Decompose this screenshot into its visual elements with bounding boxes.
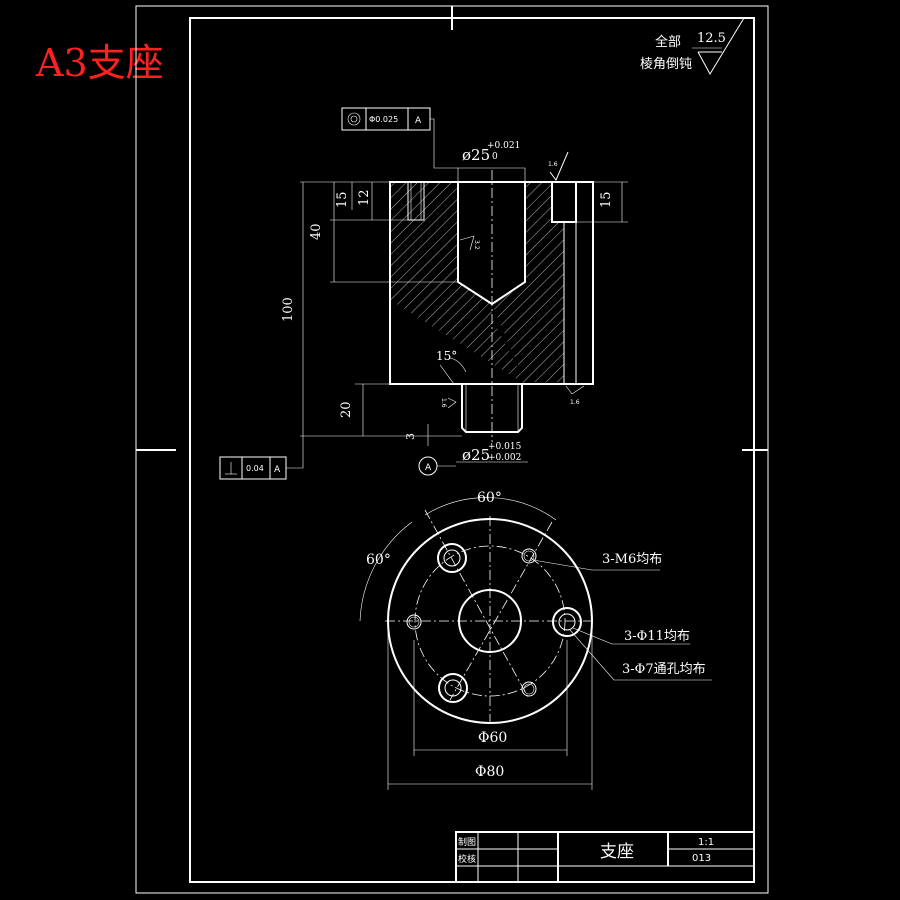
bore-bottom-lower: +0.002 <box>488 453 521 463</box>
roughness-top-right: 1.6 <box>548 161 558 168</box>
roughness-bore: 3.2 <box>473 240 480 250</box>
bore-top-upper: +0.021 <box>487 141 520 151</box>
drawing-title-label: A3支座 <box>35 41 164 85</box>
title-block-checked-label: 校核 <box>458 853 476 865</box>
title-block-drawn-label: 制图 <box>458 836 476 848</box>
section-dimensions: 15 12 40 100 20 3 15 ø25 +0.021 0 ø25 +0… <box>281 141 628 464</box>
concentricity-icon <box>347 112 361 126</box>
concentricity-datum: A <box>415 116 422 126</box>
bore-bottom-upper: +0.015 <box>488 442 522 452</box>
callout-phi11: 3-Φ11均布 <box>624 629 690 644</box>
roughness-note-line2: 棱角倒钝 <box>640 56 692 72</box>
title-block-part-name: 支座 <box>600 842 634 862</box>
body-outline <box>389 181 594 385</box>
bore-bottom-dim: ø25 <box>462 446 490 464</box>
roughness-shaft: 1.6 <box>440 398 447 408</box>
section-view <box>389 170 594 442</box>
callout-phi7: 3-Φ7通孔均布 <box>622 662 706 677</box>
phi60-dim: Φ60 <box>478 730 507 746</box>
perpendicularity-frame: 0.04 A <box>219 436 304 480</box>
general-roughness-note: 全部 棱角倒钝 12.5 <box>640 17 745 76</box>
angle-60-top: 60° <box>477 490 502 506</box>
hatch-right <box>492 182 564 382</box>
counterbore-hole <box>437 543 467 573</box>
title-block: 制图 校核 支座 1:1 013 <box>455 831 755 883</box>
dim-20: 20 <box>339 401 354 418</box>
dim-15-left: 15 <box>335 191 350 208</box>
counterbore-right <box>551 182 577 223</box>
counterbore-hole <box>552 607 582 637</box>
concentricity-frame: Φ0.025 A <box>341 107 458 169</box>
dim-100: 100 <box>281 297 296 322</box>
m6-hole <box>521 681 537 697</box>
bore-top-dim: ø25 <box>462 146 490 164</box>
roughness-note-value: 12.5 <box>697 31 726 46</box>
angle-15: 15° <box>436 349 457 363</box>
concentricity-value: Φ0.025 <box>369 115 398 124</box>
roughness-note-line1: 全部 <box>655 34 681 50</box>
dim-12: 12 <box>357 189 372 206</box>
m6-hole <box>521 548 537 564</box>
bore-top-lower: 0 <box>492 152 498 162</box>
centering-marks <box>136 6 768 451</box>
dim-15-right: 15 <box>599 191 614 208</box>
center-bore <box>457 182 526 306</box>
title-block-scale: 1:1 <box>698 837 714 848</box>
plan-view: 60° 60° Φ60 Φ80 3-M6均布 3-Φ11均布 3-Φ7通孔均布 <box>359 490 712 790</box>
phi80-dim: Φ80 <box>475 764 504 780</box>
dim-3: 3 <box>404 433 417 440</box>
hatch-left <box>390 182 525 384</box>
section-roughness-marks: 1.6 3.2 1.6 1.6 <box>440 151 585 409</box>
perpendicularity-datum: A <box>274 465 281 475</box>
datum-marker: A <box>418 456 456 476</box>
outer-frame <box>135 5 769 894</box>
callout-m6: 3-M6均布 <box>602 552 662 567</box>
roughness-right-bottom: 1.6 <box>570 399 580 406</box>
tapped-hole-left <box>407 181 425 221</box>
datum-label: A <box>425 463 432 473</box>
perpendicularity-value: 0.04 <box>246 464 264 473</box>
perpendicularity-icon <box>225 462 237 475</box>
m6-hole <box>406 614 422 630</box>
dim-40: 40 <box>309 223 324 240</box>
angle-60-left: 60° <box>366 552 391 568</box>
title-block-drawing-no: 013 <box>692 853 711 864</box>
roughness-symbol-icon <box>697 17 745 76</box>
counterbore-hole <box>438 673 468 703</box>
